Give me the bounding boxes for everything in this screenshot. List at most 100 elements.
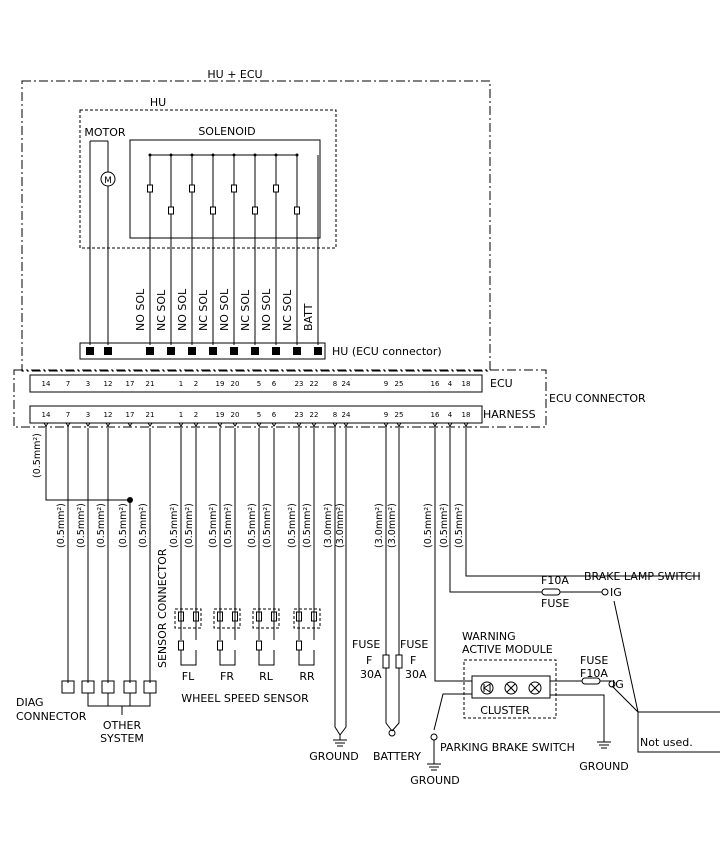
harness-pin-number: 18: [462, 411, 471, 419]
cluster-ground-wire: [550, 694, 605, 742]
diag-wire-label: (0.5mm²): [138, 503, 149, 548]
ig-top-label: IG: [610, 586, 622, 599]
harness-pin-number: 5: [257, 411, 261, 419]
harness-pin-number: 6: [272, 411, 277, 419]
diag-wire-label: (0.5mm²): [76, 503, 87, 548]
battery-fuse-icon: [382, 654, 390, 669]
other-system-bracket: [87, 693, 151, 715]
ecu-pin-number: 7: [66, 380, 70, 388]
fuse-right-amps: F10A: [580, 667, 608, 680]
ecu-pin-number: 18: [462, 380, 471, 388]
diag-terminal: [61, 680, 75, 694]
ecu-pin-number: 5: [257, 380, 261, 388]
ecu-pin-number: 24: [342, 380, 351, 388]
hu-connector-pins: [86, 347, 322, 355]
sensor-wire-label: (0.5mm²): [208, 503, 219, 548]
ground-wire-label: (3.0mm²): [323, 503, 334, 548]
hu-ecu-box: [21, 80, 491, 372]
harness-pin-number: 24: [342, 411, 351, 419]
diag-label-2: CONNECTOR: [16, 710, 87, 723]
ecu-pin-number: 19: [216, 380, 225, 388]
warning-module-label-1: WARNING: [462, 630, 516, 643]
parking-brake-switch-icon: [430, 733, 438, 741]
motor-label: MOTOR: [84, 126, 126, 139]
diag-wires: [67, 428, 151, 683]
ecu-pin-number: 14: [42, 380, 51, 388]
hu-connector-pin: [86, 347, 94, 355]
sensor-connector-box: [213, 608, 241, 629]
ground-icon: [597, 741, 611, 749]
hu-connector-pin: [146, 347, 154, 355]
harness-pin-number: 21: [146, 411, 155, 419]
hu-connector-pin: [272, 347, 280, 355]
solenoid-wire-label: NC SOL: [239, 289, 252, 331]
sensor-wire-label: (0.5mm²): [262, 503, 273, 548]
harness-pin-number: 4: [448, 411, 453, 419]
wheel-speed-sensor-icon: [256, 640, 262, 651]
diag-wire-labels: (0.5mm²)(0.5mm²)(0.5mm²)(0.5mm²)(0.5mm²): [56, 503, 149, 548]
sensor-wire-labels: (0.5mm²)(0.5mm²)(0.5mm²)(0.5mm²)(0.5mm²)…: [169, 503, 313, 548]
fuse-right-icon: [581, 677, 601, 685]
fuse-right-label: FUSE: [580, 654, 608, 667]
not-used-lines: [611, 600, 720, 753]
ecu-connector-label: ECU CONNECTOR: [549, 392, 646, 405]
fuse-left-f: F: [366, 654, 372, 667]
warning-module-label-2: ACTIVE MODULE: [462, 643, 553, 656]
wheel-speed-sensor-icon: [178, 640, 184, 651]
harness-label: HARNESS: [483, 408, 536, 421]
harness-pin-number: 8: [333, 411, 337, 419]
fuse-left-label: FUSE: [352, 638, 380, 651]
warning-lamp-icon: [504, 681, 518, 695]
ecu-pin-number: 12: [104, 380, 113, 388]
sensor-wire-label: (0.5mm²): [287, 503, 298, 548]
solenoid-wire-label: NC SOL: [281, 289, 294, 331]
solenoid-label: SOLENOID: [198, 125, 255, 138]
ecu-pin-number: 20: [231, 380, 240, 388]
parking-brake-switch-label: PARKING BRAKE SWITCH: [440, 741, 575, 754]
harness-pin-number: 1: [179, 411, 183, 419]
sensor-wire-label: (0.5mm²): [302, 503, 313, 548]
harness-pin-number: 17: [126, 411, 135, 419]
sensor-connector-box: [252, 608, 280, 629]
solenoid-box: [129, 139, 321, 239]
battery-icon: [388, 729, 396, 737]
harness-pin-number: 25: [395, 411, 404, 419]
hu-connector-pin: [293, 347, 301, 355]
harness-pin-number: 9: [384, 411, 388, 419]
hu-connector-pin: [167, 347, 175, 355]
not-used-label: Not used.: [640, 736, 693, 749]
other-system-label-2: SYSTEM: [100, 732, 144, 745]
harness-pin-strip: [29, 405, 483, 424]
diag-label-1: DIAG: [16, 696, 44, 709]
ecu-pin-number: 17: [126, 380, 135, 388]
solenoid-wire-label: NC SOL: [197, 289, 210, 331]
ecu-pin-number: 16: [431, 380, 440, 388]
pin14-wire-label: (0.5mm²): [32, 433, 43, 478]
harness-pin-number: 19: [216, 411, 225, 419]
harness-pin-number: 14: [42, 411, 51, 419]
fuse-mid-amps: 30A: [405, 668, 427, 681]
solenoid-wire-label: NO SOL: [134, 288, 147, 331]
hu-connector-pin: [104, 347, 112, 355]
ground-3-label: GROUND: [579, 760, 629, 773]
ecu-pin-number: 2: [194, 380, 198, 388]
solenoid-coil-icon: [210, 206, 216, 215]
ig-right-label: IG: [612, 678, 624, 691]
hu-connector-pin: [209, 347, 217, 355]
hu-box: [79, 109, 337, 249]
solenoid-coil-icon: [273, 184, 279, 193]
ecu-pin-number: 3: [86, 380, 90, 388]
hu-connector-pin: [251, 347, 259, 355]
pin16-wire: [434, 428, 472, 682]
warning-module-box: [463, 659, 557, 719]
ecu-pin-strip: [29, 374, 483, 393]
wheel-speed-sensor-icon: [217, 640, 223, 651]
ecu-label: ECU: [490, 377, 513, 390]
wheel-speed-sensor-label: WHEEL SPEED SENSOR: [181, 692, 309, 705]
hu-ecu-label: HU + ECU: [207, 68, 262, 81]
solenoid-coil-icon: [252, 206, 258, 215]
ig-top-terminal: [601, 588, 609, 596]
